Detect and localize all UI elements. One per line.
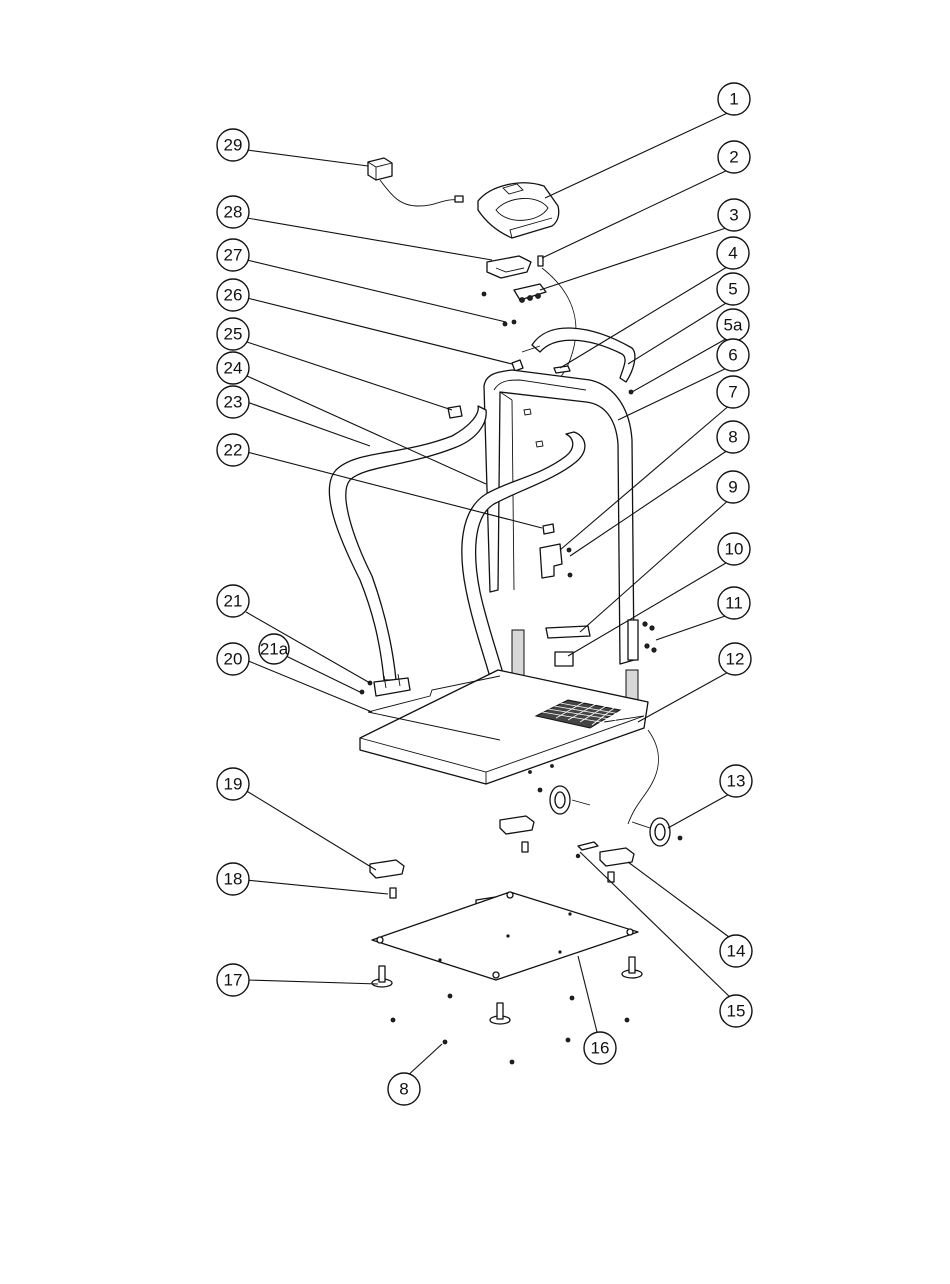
- callout-23: 23: [217, 386, 249, 418]
- svg-text:5a: 5a: [724, 316, 743, 335]
- foot: [622, 957, 642, 978]
- callout-1: 1: [718, 83, 750, 115]
- callout-18: 18: [217, 863, 249, 895]
- cap: [448, 406, 462, 418]
- svg-text:3: 3: [729, 206, 738, 225]
- callout-19: 19: [217, 768, 249, 800]
- power-adapter: [368, 158, 463, 206]
- callout-2: 2: [718, 141, 750, 173]
- mount-bracket: [487, 256, 531, 278]
- wheel: [538, 786, 590, 814]
- svg-text:17: 17: [224, 971, 243, 990]
- svg-text:20: 20: [224, 650, 243, 669]
- callout-8-lower: 8: [388, 1073, 420, 1105]
- svg-text:24: 24: [224, 359, 243, 378]
- svg-text:19: 19: [224, 775, 243, 794]
- callout-14: 14: [720, 935, 752, 967]
- svg-text:6: 6: [728, 346, 737, 365]
- svg-text:21: 21: [224, 592, 243, 611]
- svg-text:8: 8: [728, 428, 737, 447]
- svg-text:16: 16: [591, 1039, 610, 1058]
- svg-text:11: 11: [725, 594, 743, 613]
- svg-text:25: 25: [224, 325, 243, 344]
- svg-text:9: 9: [728, 478, 737, 497]
- callout-21a: 21a: [259, 634, 289, 664]
- connector: [578, 842, 598, 850]
- svg-text:26: 26: [224, 286, 243, 305]
- callout-26: 26: [217, 279, 249, 311]
- callout-12: 12: [719, 643, 751, 675]
- svg-text:29: 29: [224, 136, 243, 155]
- callout-15: 15: [720, 995, 752, 1027]
- callout-3: 3: [718, 199, 750, 231]
- callout-9: 9: [717, 471, 749, 503]
- display-head: [478, 183, 559, 238]
- svg-text:5: 5: [728, 280, 737, 299]
- svg-text:23: 23: [224, 393, 243, 412]
- svg-text:7: 7: [728, 383, 737, 402]
- callout-13: 13: [720, 765, 752, 797]
- svg-text:14: 14: [727, 942, 746, 961]
- parts-drawing: [329, 158, 682, 1064]
- callout-21: 21: [217, 585, 249, 617]
- svg-text:10: 10: [725, 540, 744, 559]
- callout-17: 17: [217, 964, 249, 996]
- svg-text:21a: 21a: [260, 640, 289, 659]
- callout-4: 4: [717, 237, 749, 269]
- column-frame: [484, 370, 638, 720]
- load-cell: [500, 816, 534, 852]
- callout-16: 16: [584, 1032, 616, 1064]
- svg-text:18: 18: [224, 870, 243, 889]
- svg-text:12: 12: [726, 650, 745, 669]
- callout-20: 20: [217, 643, 249, 675]
- callout-29: 29: [217, 129, 249, 161]
- callout-25: 25: [217, 318, 249, 350]
- bracket: [540, 544, 562, 578]
- svg-text:1: 1: [729, 90, 738, 109]
- pad: [543, 524, 554, 534]
- callout-7: 7: [717, 376, 749, 408]
- svg-text:4: 4: [728, 244, 737, 263]
- svg-text:15: 15: [727, 1002, 746, 1021]
- callout-27: 27: [217, 239, 249, 271]
- foot: [490, 1003, 510, 1024]
- callout-5: 5: [717, 273, 749, 305]
- callout-22: 22: [217, 434, 249, 466]
- svg-text:28: 28: [224, 203, 243, 222]
- svg-text:8: 8: [399, 1080, 408, 1099]
- load-cell-cable: [628, 730, 659, 824]
- callout-24: 24: [217, 352, 249, 384]
- svg-text:27: 27: [224, 246, 243, 265]
- callout-28: 28: [217, 196, 249, 228]
- callout-11: 11: [718, 587, 750, 619]
- bottom-plate: [372, 892, 638, 980]
- callout-6: 6: [717, 339, 749, 371]
- wheel: [632, 818, 682, 846]
- svg-text:2: 2: [729, 148, 738, 167]
- callout-10: 10: [718, 533, 750, 565]
- rail-base-plate: [374, 678, 410, 696]
- label-strip: [546, 626, 590, 638]
- callout-5a: 5a: [717, 309, 749, 341]
- svg-text:22: 22: [224, 441, 243, 460]
- grommet: [512, 360, 523, 371]
- svg-text:13: 13: [727, 772, 746, 791]
- callout-8-upper: 8: [717, 421, 749, 453]
